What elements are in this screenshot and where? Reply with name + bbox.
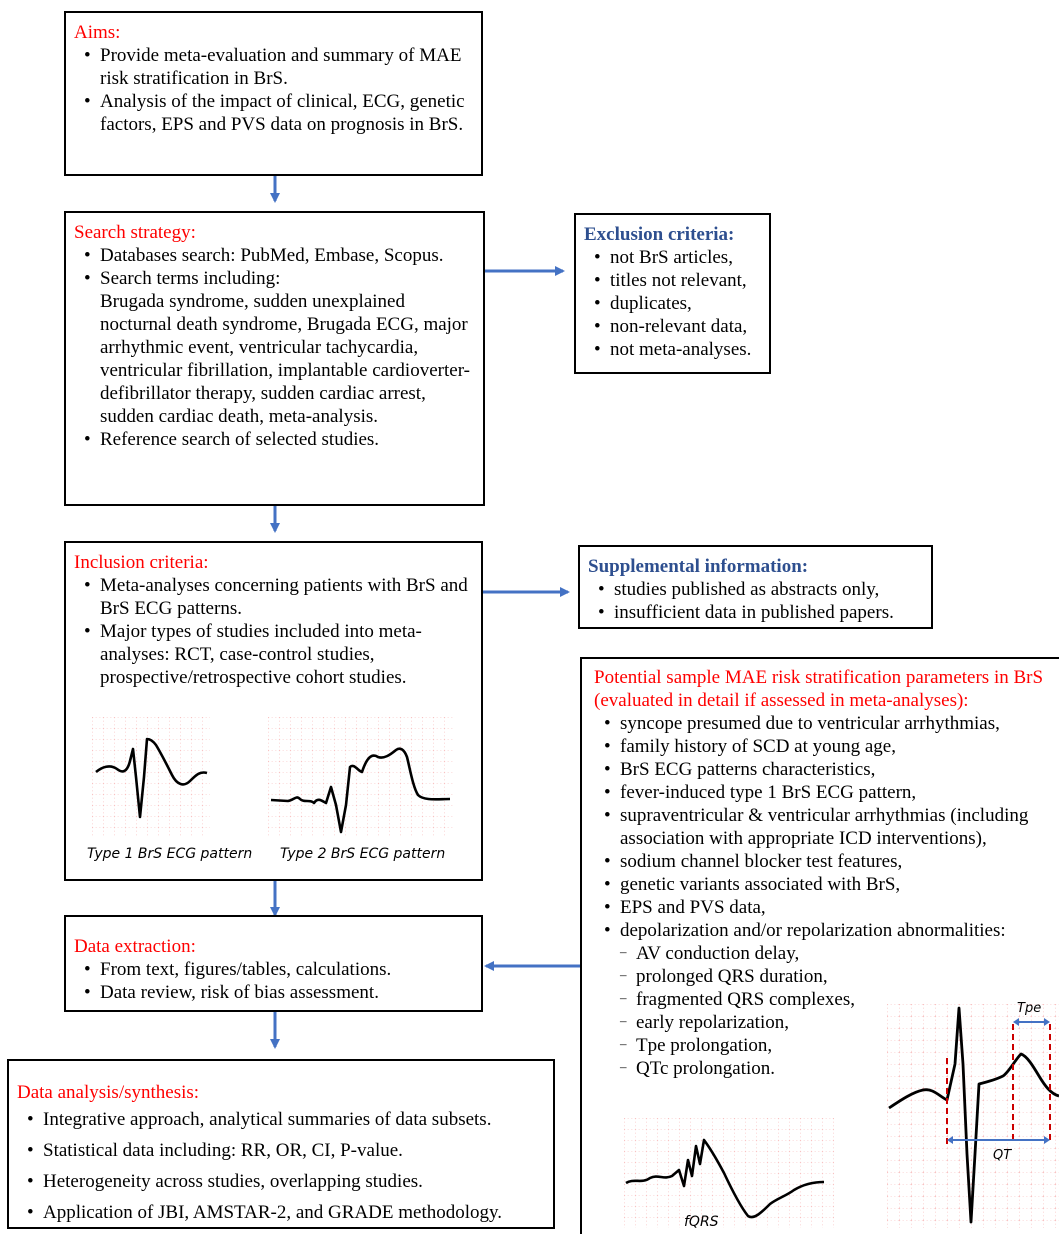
inclusion-title: Inclusion criteria: <box>74 552 209 573</box>
parameter-subitem: AV conduction delay, <box>594 940 1059 965</box>
extraction-item: Data review, risk of bias assessment. <box>74 981 475 1004</box>
parameter-subitem: fragmented QRS complexes, <box>594 986 1059 1011</box>
parameter-item: family history of SCD at young age, <box>594 735 1059 758</box>
qt-label: QT <box>993 1148 1012 1163</box>
analysis-item: Integrative approach, analytical summari… <box>17 1104 547 1135</box>
tpe-label: Tpe <box>1017 1001 1042 1016</box>
supplemental-item: studies published as abstracts only, <box>588 578 925 601</box>
aims-box: Aims: Provide meta-evaluation and summar… <box>64 11 483 176</box>
data-analysis-box: Data analysis/synthesis: Integrative app… <box>7 1059 555 1229</box>
exclusion-item: non-relevant data, <box>584 315 763 338</box>
ecg-fqrs-trace <box>624 1118 834 1228</box>
ecg-type2-trace <box>268 717 453 837</box>
exclusion-item: not BrS articles, <box>584 246 763 269</box>
extraction-title: Data extraction: <box>74 936 196 957</box>
parameter-item: fever-induced type 1 BrS ECG pattern, <box>594 781 1059 804</box>
parameter-item: syncope presumed due to ventricular arrh… <box>594 712 1059 735</box>
aims-item: Analysis of the impact of clinical, ECG,… <box>74 90 473 136</box>
search-item: Databases search: PubMed, Embase, Scopus… <box>74 244 477 267</box>
analysis-item: Heterogeneity across studies, overlappin… <box>17 1166 547 1197</box>
inclusion-item: Major types of studies included into met… <box>74 620 475 689</box>
exclusion-item: duplicates, <box>584 292 763 315</box>
parameter-item: supraventricular & ventricular arrhythmi… <box>594 804 1059 850</box>
extraction-item: From text, figures/tables, calculations. <box>74 958 475 981</box>
parameter-item: genetic variants associated with BrS, <box>594 873 1059 896</box>
exclusion-item: not meta-analyses. <box>584 338 763 361</box>
parameter-subitem: prolonged QRS duration, <box>594 963 1059 988</box>
analysis-title: Data analysis/synthesis: <box>17 1082 200 1103</box>
parameter-subitem: Tpe prolongation, <box>594 1032 1059 1057</box>
parameter-item: sodium channel blocker test features, <box>594 850 1059 873</box>
parameter-item: BrS ECG patterns characteristics, <box>594 758 1059 781</box>
search-strategy-box: Search strategy: Databases search: PubMe… <box>64 211 485 506</box>
ecg-type1-caption: Type 1 BrS ECG pattern <box>87 846 253 862</box>
ecg-type2-caption: Type 2 BrS ECG pattern <box>280 846 446 862</box>
search-item: Reference search of selected studies. <box>74 428 477 451</box>
analysis-item: Statistical data including: RR, OR, CI, … <box>17 1135 547 1166</box>
exclusion-item: titles not relevant, <box>584 269 763 292</box>
search-item: Search terms including: <box>74 267 477 290</box>
analysis-item: Application of JBI, AMSTAR-2, and GRADE … <box>17 1197 547 1228</box>
fqrs-label: fQRS <box>684 1214 719 1230</box>
supplemental-item: insufficient data in published papers. <box>588 601 925 624</box>
ecg-type1-trace <box>92 717 210 837</box>
ecg-tpe-qt-trace <box>887 1004 1059 1228</box>
supplemental-box: Supplemental information: studies publis… <box>578 545 933 629</box>
parameter-item: EPS and PVS data, <box>594 896 1059 919</box>
exclusion-title: Exclusion criteria: <box>584 224 735 245</box>
search-title: Search strategy: <box>74 222 196 243</box>
parameter-subitem: early repolarization, <box>594 1009 1059 1034</box>
inclusion-item: Meta-analyses concerning patients with B… <box>74 574 475 620</box>
parameters-title: Potential sample MAE risk stratification… <box>594 667 1044 711</box>
aims-item: Provide meta-evaluation and summary of M… <box>74 44 473 90</box>
aims-title: Aims: <box>74 22 121 43</box>
exclusion-box: Exclusion criteria: not BrS articles, ti… <box>574 213 771 374</box>
search-terms: Brugada syndrome, sudden unexplained noc… <box>100 291 470 427</box>
parameter-item: depolarization and/or repolarization abn… <box>594 919 1059 942</box>
parameter-subitem: QTc prolongation. <box>594 1055 1059 1080</box>
data-extraction-box: Data extraction: From text, figures/tabl… <box>64 915 483 1012</box>
supplemental-title: Supplemental information: <box>588 556 809 577</box>
